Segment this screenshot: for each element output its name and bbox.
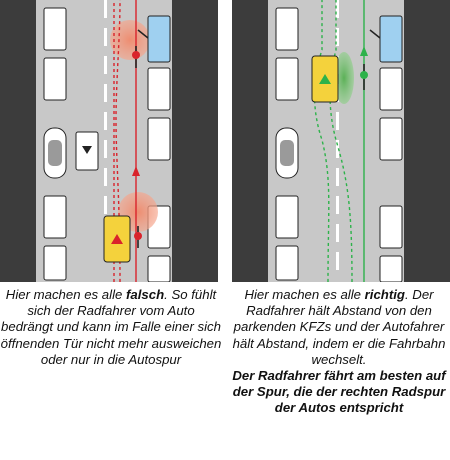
bicycle-right — [360, 64, 368, 90]
bicycle-wrong-rear — [134, 226, 142, 248]
parked-car — [379, 205, 403, 249]
parked-car — [379, 67, 403, 111]
parking-strip-left — [0, 0, 36, 282]
moving-car-right — [311, 55, 339, 103]
caption-right-keyword: richtig — [364, 287, 405, 302]
caption-right-text: . Der Radfahrer hält Abstand von den par… — [232, 287, 446, 367]
parked-car — [43, 7, 67, 51]
bicycle-wrong-front — [132, 46, 140, 68]
center-lane-marking — [104, 0, 107, 214]
parked-cars-right — [379, 67, 403, 282]
caption-right: Hier machen es alle richtig. Der Radfahr… — [228, 287, 450, 417]
parked-car — [43, 57, 67, 101]
parked-sedan — [275, 127, 299, 179]
parked-car — [147, 117, 171, 161]
arrow-right — [360, 46, 368, 56]
parked-car-door-opening — [369, 15, 403, 63]
parked-car — [379, 255, 403, 282]
parked-sedan — [43, 127, 67, 179]
danger-zone — [110, 20, 150, 60]
parked-car-door-opening — [137, 15, 171, 63]
parked-car — [275, 245, 299, 281]
parked-cars-left — [43, 7, 67, 281]
parking-strip-left — [232, 0, 268, 282]
parked-car — [147, 67, 171, 111]
oncoming-car — [75, 131, 99, 171]
safe-zone — [334, 52, 354, 104]
panel-wrong-diagram — [0, 0, 218, 282]
parked-car — [379, 117, 403, 161]
caption-wrong-intro: Hier machen es alle — [5, 287, 127, 302]
panel-right-diagram — [232, 0, 450, 282]
moving-car-wrong — [103, 215, 131, 263]
parked-car — [147, 255, 171, 282]
caption-wrong: Hier machen es alle falsch. So fühlt sic… — [0, 287, 222, 368]
parked-car — [275, 57, 299, 101]
caption-wrong-keyword: falsch — [126, 287, 165, 302]
parked-car — [43, 195, 67, 239]
caption-wrong-text: . So fühlt sich der Radfahrer vom Auto b… — [0, 287, 222, 367]
parked-car — [275, 7, 299, 51]
parked-cars-left — [275, 7, 299, 281]
parking-strip-right — [404, 0, 450, 282]
caption-right-intro: Hier machen es alle — [244, 287, 365, 302]
parked-car — [275, 195, 299, 239]
arrow-wrong — [132, 166, 140, 176]
caption-right-emphasis: Der Radfahrer fährt am besten auf der Sp… — [232, 368, 446, 416]
parking-strip-right — [172, 0, 218, 282]
parked-cars-right — [147, 67, 171, 282]
parked-car — [43, 245, 67, 281]
